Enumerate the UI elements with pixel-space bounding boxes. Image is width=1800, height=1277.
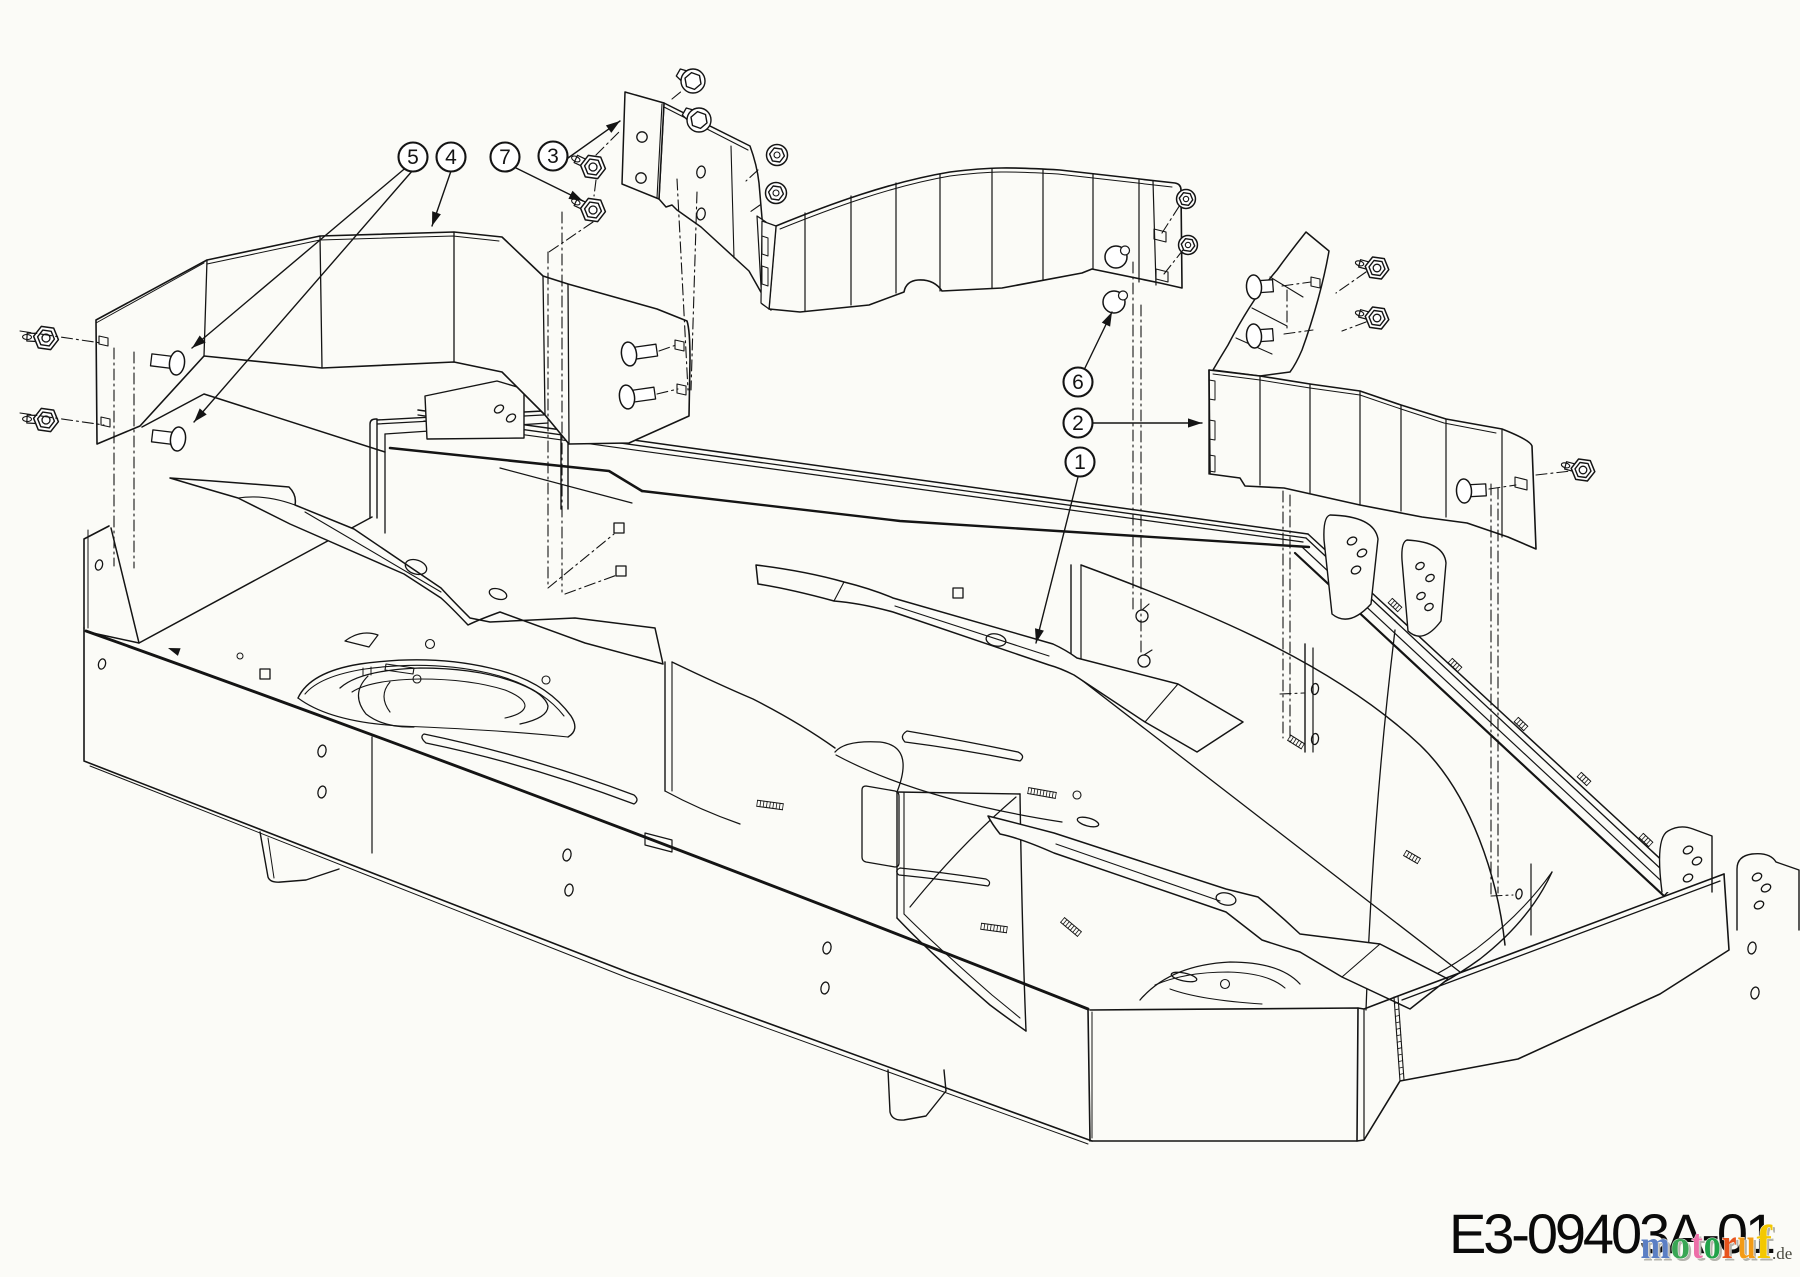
svg-text:m: m xyxy=(1643,1225,1673,1270)
svg-text:t: t xyxy=(1694,1225,1706,1271)
svg-text:r: r xyxy=(1722,1221,1737,1268)
svg-text:5: 5 xyxy=(407,146,419,169)
svg-text:6: 6 xyxy=(1072,371,1084,394)
svg-text:f: f xyxy=(1759,1219,1775,1272)
svg-text:o: o xyxy=(1706,1225,1723,1271)
svg-text:f: f xyxy=(1757,1216,1773,1269)
svg-text:7: 7 xyxy=(499,146,511,169)
svg-text:u: u xyxy=(1740,1222,1758,1271)
svg-text:r: r xyxy=(1724,1224,1739,1271)
svg-text:o: o xyxy=(1671,1222,1691,1267)
svg-text:t: t xyxy=(1691,1222,1703,1268)
svg-text:o: o xyxy=(1704,1222,1721,1268)
svg-text:4: 4 xyxy=(445,146,457,169)
svg-text:2: 2 xyxy=(1072,412,1084,435)
svg-text:m: m xyxy=(1641,1222,1671,1267)
svg-text:1: 1 xyxy=(1074,451,1086,474)
svg-text:.de: .de xyxy=(1772,1244,1792,1263)
svg-text:u: u xyxy=(1738,1219,1756,1268)
svg-text:3: 3 xyxy=(547,145,559,168)
svg-text:o: o xyxy=(1673,1225,1693,1270)
svg-text:E3-09403A-01: E3-09403A-01 xyxy=(1449,1202,1774,1265)
